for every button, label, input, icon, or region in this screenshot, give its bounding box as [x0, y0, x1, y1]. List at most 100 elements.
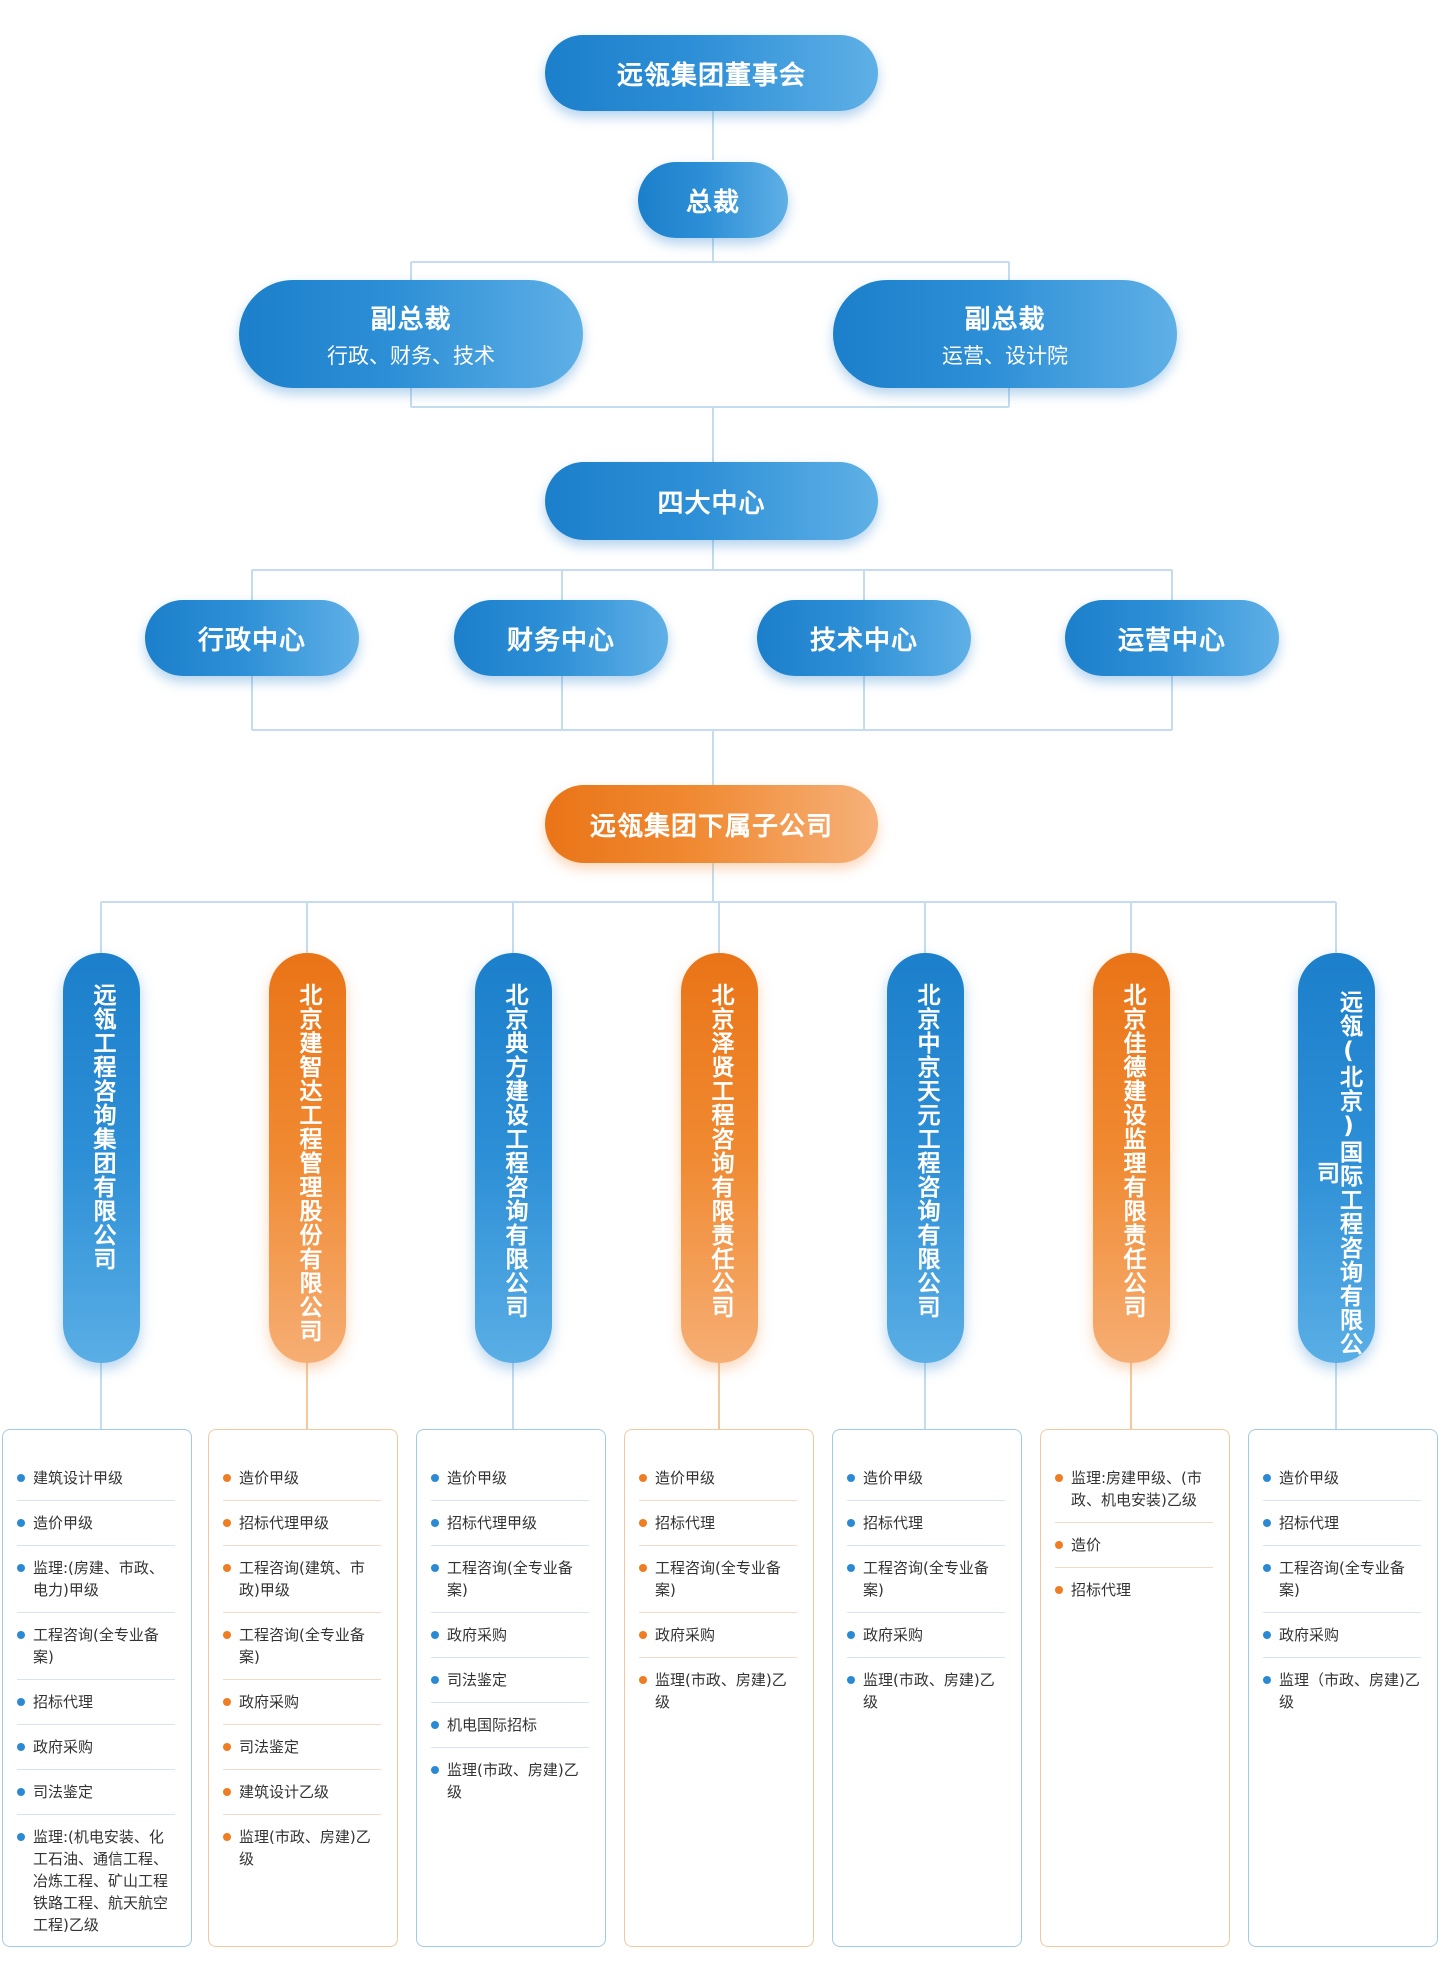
qualification-text: 工程咨询(全专业备案) — [1279, 1559, 1405, 1599]
bullet-dot-icon — [639, 1519, 647, 1527]
qualification-item: 造价甲级 — [431, 1456, 589, 1501]
qualification-list: 造价甲级 招标代理 工程咨询(全专业备案) 政府采购 监理（市政、房建)乙级 — [1263, 1456, 1421, 1724]
qualification-text: 建筑设计甲级 — [33, 1469, 124, 1487]
center-label: 运营中心 — [1117, 625, 1226, 656]
qualification-item: 监理(市政、房建)乙级 — [431, 1748, 589, 1814]
qualification-text: 工程咨询(全专业备案) — [447, 1559, 573, 1599]
qualification-text: 招标代理 — [655, 1514, 716, 1532]
bullet-dot-icon — [431, 1564, 439, 1572]
company-name: 北京建智达工程管理股份有限公司 — [295, 983, 321, 1343]
qualification-item: 造价甲级 — [17, 1501, 175, 1546]
qualification-text: 招标代理甲级 — [447, 1514, 538, 1532]
qualification-text: 监理(市政、房建)乙级 — [863, 1671, 995, 1711]
qualification-text: 政府采购 — [447, 1626, 508, 1644]
qualification-item: 监理:房建甲级、(市政、机电安装)乙级 — [1055, 1456, 1213, 1523]
qualification-item: 造价甲级 — [639, 1456, 797, 1501]
bullet-dot-icon — [223, 1631, 231, 1639]
qualification-item: 造价甲级 — [847, 1456, 1005, 1501]
qualification-list: 造价甲级 招标代理甲级 工程咨询(建筑、市政)甲级 工程咨询(全专业备案) 政府… — [223, 1456, 381, 1881]
qualification-text: 监理(市政、房建)乙级 — [655, 1671, 787, 1711]
bullet-dot-icon — [431, 1766, 439, 1774]
qualification-text: 工程咨询(全专业备案) — [239, 1626, 365, 1666]
qualification-list: 监理:房建甲级、(市政、机电安装)乙级 造价 招标代理 — [1055, 1456, 1213, 1612]
qualification-item: 政府采购 — [223, 1680, 381, 1725]
qualification-text: 造价甲级 — [863, 1469, 924, 1487]
bullet-dot-icon — [223, 1564, 231, 1572]
vp-title: 副总裁 — [370, 304, 452, 335]
bullet-dot-icon — [431, 1631, 439, 1639]
qualification-text: 招标代理甲级 — [239, 1514, 330, 1532]
company-node-7: 远瓴(北京)国际工程咨询有限公司 — [1298, 953, 1375, 1363]
qualification-item: 政府采购 — [1263, 1613, 1421, 1658]
qualification-text: 政府采购 — [1279, 1626, 1340, 1644]
bullet-dot-icon — [17, 1474, 25, 1482]
centers-title: 四大中心 — [657, 488, 766, 519]
bullet-dot-icon — [847, 1474, 855, 1482]
qualification-text: 造价甲级 — [33, 1514, 94, 1532]
center-node-admin: 行政中心 — [145, 600, 359, 676]
bullet-dot-icon — [1263, 1564, 1271, 1572]
qualification-text: 工程咨询(全专业备案) — [33, 1626, 159, 1666]
qualification-item: 工程咨询(全专业备案) — [847, 1546, 1005, 1613]
qualification-item: 工程咨询(全专业备案) — [431, 1546, 589, 1613]
president-title: 总裁 — [685, 187, 740, 218]
bullet-dot-icon — [639, 1676, 647, 1684]
qualification-item: 监理(市政、房建)乙级 — [223, 1815, 381, 1881]
company-node-6: 北京佳德建设监理有限责任公司 — [1093, 953, 1170, 1363]
board-title: 远瓴集团董事会 — [616, 60, 806, 91]
qualification-text: 政府采购 — [863, 1626, 924, 1644]
qualification-item: 招标代理 — [1055, 1568, 1213, 1612]
bullet-dot-icon — [639, 1474, 647, 1482]
company-name: 北京典方建设工程咨询有限公司 — [501, 983, 527, 1319]
subsidiaries-node: 远瓴集团下属子公司 — [545, 785, 878, 863]
qualification-item: 政府采购 — [431, 1613, 589, 1658]
qualification-item: 造价甲级 — [1263, 1456, 1421, 1501]
qualification-item: 招标代理 — [17, 1680, 175, 1725]
bullet-dot-icon — [17, 1631, 25, 1639]
qualification-item: 招标代理甲级 — [431, 1501, 589, 1546]
qualification-item: 造价甲级 — [223, 1456, 381, 1501]
qualification-text: 招标代理 — [1279, 1514, 1340, 1532]
bullet-dot-icon — [17, 1833, 25, 1841]
qualification-item: 监理(市政、房建)乙级 — [639, 1658, 797, 1724]
center-label: 行政中心 — [197, 625, 306, 656]
center-node-finance: 财务中心 — [454, 600, 668, 676]
company-node-2: 北京建智达工程管理股份有限公司 — [269, 953, 346, 1363]
qualification-item: 工程咨询(建筑、市政)甲级 — [223, 1546, 381, 1613]
vp-title: 副总裁 — [964, 304, 1046, 335]
company-name: 北京泽贤工程咨询有限责任公司 — [707, 983, 733, 1319]
qualification-text: 机电国际招标 — [447, 1716, 538, 1734]
qualification-text: 监理:房建甲级、(市政、机电安装)乙级 — [1071, 1469, 1202, 1509]
bullet-dot-icon — [1055, 1474, 1063, 1482]
bullet-dot-icon — [431, 1474, 439, 1482]
qualification-text: 司法鉴定 — [33, 1783, 94, 1801]
bullet-dot-icon — [639, 1564, 647, 1572]
qualification-text: 监理:(机电安装、化工石油、通信工程、冶炼工程、矿山工程铁路工程、航天航空工程)… — [33, 1828, 169, 1934]
center-node-ops: 运营中心 — [1065, 600, 1279, 676]
qualification-item: 政府采购 — [847, 1613, 1005, 1658]
company-node-1: 远瓴工程咨询集团有限公司 — [63, 953, 140, 1363]
qualification-text: 工程咨询(全专业备案) — [655, 1559, 781, 1599]
qualification-item: 工程咨询(全专业备案) — [17, 1613, 175, 1680]
bullet-dot-icon — [431, 1519, 439, 1527]
qualification-item: 工程咨询(全专业备案) — [1263, 1546, 1421, 1613]
bullet-dot-icon — [431, 1721, 439, 1729]
qualification-list: 造价甲级 招标代理 工程咨询(全专业备案) 政府采购 监理(市政、房建)乙级 — [847, 1456, 1005, 1724]
qualification-item: 司法鉴定 — [431, 1658, 589, 1703]
bullet-dot-icon — [847, 1564, 855, 1572]
qualification-item: 招标代理 — [639, 1501, 797, 1546]
bullet-dot-icon — [223, 1788, 231, 1796]
bullet-dot-icon — [1263, 1676, 1271, 1684]
qualification-text: 造价甲级 — [1279, 1469, 1340, 1487]
qualification-item: 建筑设计乙级 — [223, 1770, 381, 1815]
qualification-text: 监理(市政、房建)乙级 — [239, 1828, 371, 1868]
vp-node-1: 副总裁 行政、财务、技术 — [239, 280, 583, 388]
qualification-item: 监理:(房建、市政、电力)甲级 — [17, 1546, 175, 1613]
president-node: 总裁 — [638, 162, 788, 238]
vp-node-2: 副总裁 运营、设计院 — [833, 280, 1177, 388]
bullet-dot-icon — [847, 1676, 855, 1684]
qualification-text: 工程咨询(全专业备案) — [863, 1559, 989, 1599]
qualification-item: 建筑设计甲级 — [17, 1456, 175, 1501]
qualification-item: 招标代理 — [1263, 1501, 1421, 1546]
vp-subtitle: 行政、财务、技术 — [327, 343, 495, 368]
